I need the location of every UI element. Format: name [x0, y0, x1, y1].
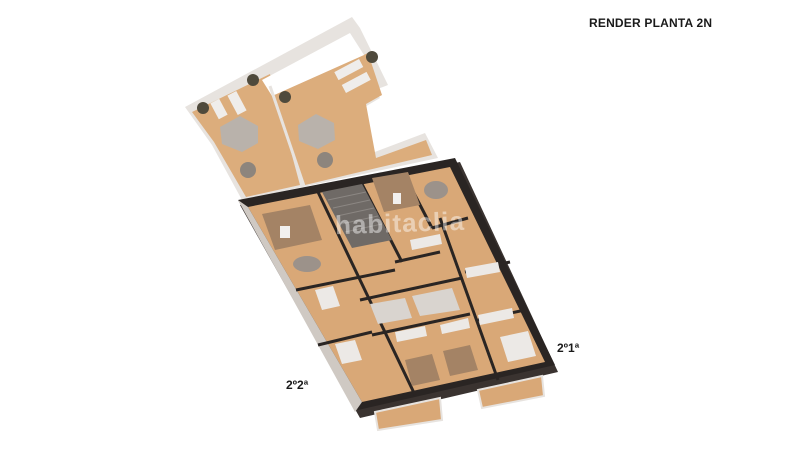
bed	[315, 286, 340, 310]
sofa	[262, 205, 322, 250]
bed	[335, 340, 362, 364]
apartment-block	[238, 158, 558, 418]
plant-icon	[279, 91, 291, 103]
unit-label-2-1: 2º1ª	[557, 341, 580, 355]
sofa	[372, 172, 420, 212]
unit-label-2-2: 2º2ª	[286, 378, 309, 392]
staircase	[322, 184, 392, 248]
table-icon	[240, 162, 256, 178]
watermark: habitaclia	[334, 205, 466, 241]
dining-table	[424, 181, 448, 199]
parasol-icon	[298, 114, 335, 149]
bathroom	[412, 288, 460, 316]
parasol-icon	[220, 116, 258, 152]
table-icon	[317, 152, 333, 168]
dining-table	[293, 256, 321, 272]
plant-icon	[197, 102, 209, 114]
bed	[405, 354, 440, 386]
plant-icon	[247, 74, 259, 86]
bathroom	[370, 298, 412, 324]
balconies	[373, 374, 546, 432]
plant-icon	[366, 51, 378, 63]
bed	[500, 331, 536, 362]
page-title: RENDER PLANTA 2N	[589, 16, 713, 30]
terraces	[185, 17, 438, 200]
bed	[443, 345, 478, 376]
